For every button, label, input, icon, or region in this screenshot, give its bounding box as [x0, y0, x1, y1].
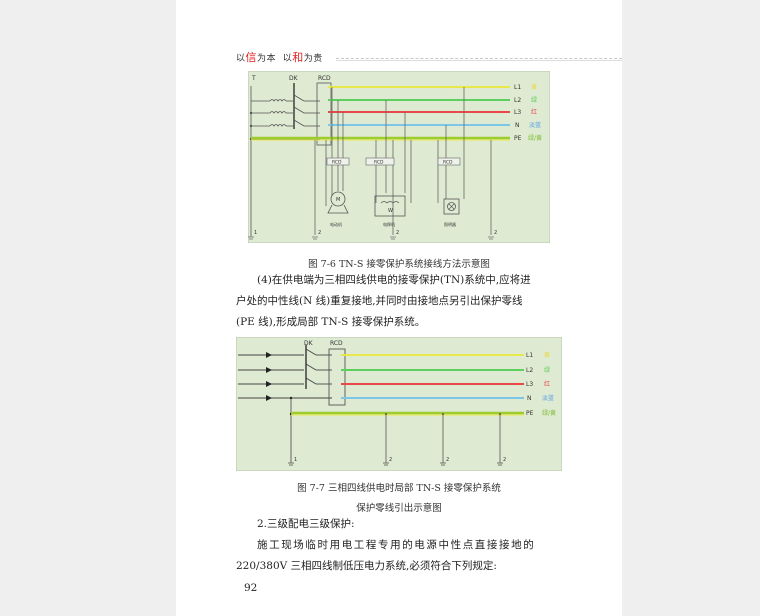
svg-text:L2: L2	[526, 367, 533, 374]
svg-text:红: 红	[531, 108, 537, 116]
page-number: 92	[244, 582, 258, 594]
svg-text:1: 1	[294, 457, 297, 463]
header-divider	[336, 60, 622, 61]
svg-text:2: 2	[396, 230, 399, 236]
svg-text:L1: L1	[526, 352, 533, 359]
svg-text:2: 2	[446, 457, 449, 463]
svg-text:照明器: 照明器	[444, 222, 456, 227]
header-text: 为本	[257, 54, 277, 64]
svg-text:2: 2	[318, 230, 321, 236]
figure-7-6-caption: 图 7-6 TN-S 接零保护系统接线方法示意图	[308, 259, 490, 270]
svg-text:电焊机: 电焊机	[383, 221, 395, 227]
header-red-char: 信	[245, 51, 258, 64]
figure-7-6-diagram: T DK RCD	[248, 71, 550, 243]
svg-text:绿: 绿	[544, 366, 550, 374]
paragraph-line: 施工现场临时用电工程专用的电源中性点直接接地的	[257, 539, 536, 551]
svg-text:N: N	[515, 122, 520, 129]
document-page: 以信为本 以和为贵 T DK RCD	[176, 0, 622, 616]
paragraph-line: (4)在供电端为三相四线供电的接零保护(TN)系统中,应将进	[257, 274, 531, 286]
figure-7-7-caption-line1: 图 7-7 三相四线供电时局部 TN-S 接零保护系统	[297, 483, 501, 494]
svg-text:W: W	[388, 208, 393, 214]
svg-text:黄: 黄	[531, 83, 537, 91]
svg-text:2: 2	[494, 230, 497, 236]
svg-text:RCD: RCD	[374, 160, 384, 166]
svg-text:L3: L3	[526, 381, 533, 388]
svg-text:淡蓝: 淡蓝	[542, 394, 554, 402]
figure-7-7-diagram: DK RCD L1 L2	[236, 337, 562, 471]
paragraph-line: 户处的中性线(N 线)重复接地,并同时由接地点另引出保护零线	[236, 295, 523, 307]
svg-text:绿/黄: 绿/黄	[542, 409, 556, 417]
section-heading: 2.三级配电三级保护:	[257, 518, 355, 530]
svg-text:RCD: RCD	[332, 160, 342, 166]
running-header: 以信为本 以和为贵	[236, 49, 323, 65]
svg-text:黄: 黄	[544, 351, 550, 359]
header-divider	[336, 58, 622, 59]
svg-text:T: T	[251, 75, 256, 82]
svg-text:淡蓝: 淡蓝	[529, 121, 541, 129]
svg-text:PE: PE	[526, 410, 534, 417]
svg-text:L2: L2	[514, 97, 521, 104]
header-text: 以	[236, 54, 246, 64]
svg-text:绿: 绿	[531, 96, 537, 104]
svg-text:绿/黄: 绿/黄	[528, 134, 542, 142]
svg-text:L1: L1	[514, 84, 521, 91]
svg-text:L3: L3	[514, 109, 521, 116]
svg-text:RCD: RCD	[330, 340, 343, 347]
paragraph-line: 220/380V 三相四线制低压电力系统,必须符合下列规定:	[236, 560, 497, 572]
svg-text:2: 2	[389, 457, 392, 463]
header-text: 以	[282, 54, 293, 64]
svg-text:M: M	[336, 197, 340, 203]
header-red-char: 和	[292, 51, 304, 64]
svg-text:1: 1	[254, 230, 257, 236]
svg-text:红: 红	[544, 380, 550, 388]
svg-text:PE: PE	[514, 135, 522, 142]
figure-7-7-caption-line2: 保护零线引出示意图	[356, 503, 442, 514]
svg-text:RCD: RCD	[443, 160, 453, 166]
svg-text:DK: DK	[304, 340, 314, 347]
svg-text:RCD: RCD	[318, 75, 331, 82]
svg-text:2: 2	[503, 457, 506, 463]
svg-text:N: N	[527, 395, 532, 402]
svg-text:电动机: 电动机	[330, 221, 342, 227]
header-text: 为贵	[303, 54, 323, 64]
svg-text:DK: DK	[289, 75, 299, 82]
paragraph-line: (PE 线),形成局部 TN-S 接零保护系统。	[236, 316, 426, 328]
